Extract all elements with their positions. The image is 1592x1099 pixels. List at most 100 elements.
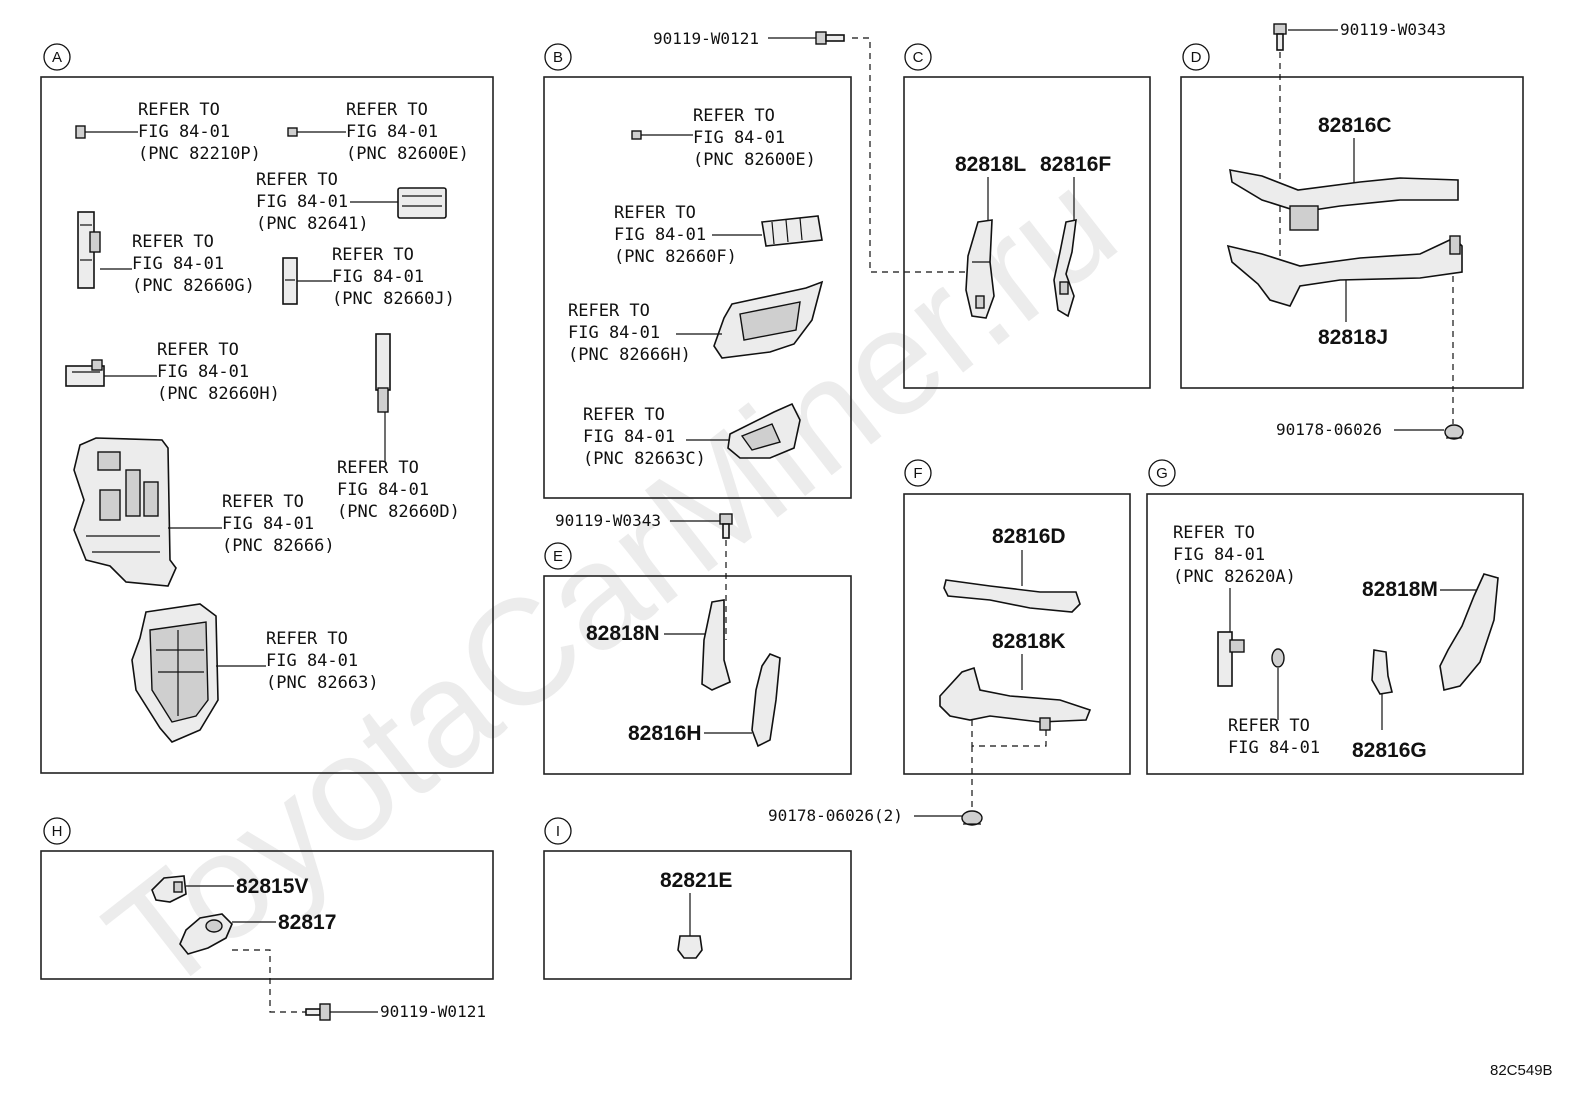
- fuse-holder-icon: [375, 333, 391, 413]
- connector-icon: [287, 127, 298, 137]
- svg-text:FIG 84-01: FIG 84-01: [157, 362, 249, 382]
- section-d-marker: [1182, 43, 1210, 71]
- part-82818j: 82818J: [1318, 326, 1388, 349]
- section-f-frame: [903, 493, 1131, 775]
- refer-82666h: REFER TO FIG 84-01 (PNC 82666H): [568, 301, 691, 365]
- refer-82620a: REFER TO FIG 84-01 (PNC 82620A): [1173, 523, 1296, 587]
- relay-block-icon: [761, 215, 823, 247]
- svg-text:(PNC 82660D): (PNC 82660D): [337, 502, 460, 522]
- svg-text:FIG 84-01: FIG 84-01: [568, 323, 660, 343]
- diagram-code: 82C549B: [1490, 1062, 1553, 1079]
- svg-text:(PNC 82660G): (PNC 82660G): [132, 276, 255, 296]
- svg-text:REFER TO: REFER TO: [332, 245, 414, 265]
- refer-82660d: REFER TO FIG 84-01 (PNC 82660D): [337, 458, 460, 522]
- svg-text:REFER TO: REFER TO: [222, 492, 304, 512]
- refer-line1: REFER TO: [138, 100, 220, 120]
- svg-text:I: I: [556, 823, 560, 840]
- clip-icon: [1444, 424, 1464, 440]
- refer-82660j: REFER TO FIG 84-01 (PNC 82660J): [332, 245, 455, 309]
- refer-82641: REFER TO FIG 84-01 (PNC 82641): [256, 170, 369, 234]
- svg-text:REFER TO: REFER TO: [1228, 716, 1310, 736]
- section-g: G REFER TO FIG 84-01 (PNC 82620A) REFER …: [1146, 459, 1524, 775]
- svg-text:FIG 84-01: FIG 84-01: [332, 267, 424, 287]
- svg-text:D: D: [1191, 49, 1202, 66]
- svg-text:H: H: [52, 823, 63, 840]
- section-a-label: A: [52, 49, 62, 66]
- refer-82660f: REFER TO FIG 84-01 (PNC 82660F): [614, 203, 737, 267]
- bolt-icon: [815, 31, 845, 45]
- section-g-marker: [1148, 459, 1176, 487]
- refer-82600e: REFER TO FIG 84-01 (PNC 82600E): [693, 106, 816, 170]
- section-c-frame: [903, 76, 1151, 389]
- svg-text:REFER TO: REFER TO: [614, 203, 696, 223]
- section-c: C 82818L 82816F: [903, 43, 1151, 389]
- clip-code: 90178-06026(2): [768, 806, 903, 825]
- section-e-marker: [544, 542, 572, 570]
- svg-text:F: F: [913, 465, 922, 482]
- svg-text:(PNC 82641): (PNC 82641): [256, 214, 369, 234]
- section-f: F 82816D 82818K 90178-06026(2): [768, 459, 1131, 826]
- junction-block-icon: [73, 437, 177, 587]
- bolt-icon: [719, 513, 733, 539]
- refer-82210p: REFER TO FIG 84-01 (PNC 82210P): [138, 100, 261, 164]
- section-e-frame: [543, 575, 852, 775]
- bracket-82816h-icon: [751, 653, 781, 748]
- svg-text:REFER TO: REFER TO: [1173, 523, 1255, 543]
- part-82816d: 82816D: [992, 525, 1066, 548]
- bolt-code: 90119-W0121: [380, 1002, 486, 1021]
- section-c-marker: [904, 43, 932, 71]
- refer-clip: REFER TO FIG 84-01: [1228, 716, 1320, 758]
- connector-icon: [631, 130, 642, 140]
- svg-text:FIG 84-01: FIG 84-01: [346, 122, 438, 142]
- connector-bracket-icon: [1217, 631, 1245, 687]
- svg-text:REFER TO: REFER TO: [693, 106, 775, 126]
- section-b: B 90119-W0121 REFER TO FIG 84-01 (PNC 82…: [543, 29, 975, 499]
- svg-text:(PNC 82663): (PNC 82663): [266, 673, 379, 693]
- svg-text:FIG 84-01: FIG 84-01: [266, 651, 358, 671]
- bolt-icon: [1273, 23, 1287, 51]
- part-82818m: 82818M: [1362, 578, 1438, 601]
- rail-82816c-icon: [1229, 169, 1459, 231]
- bracket-82818n-icon: [701, 599, 731, 691]
- svg-text:REFER TO: REFER TO: [132, 232, 214, 252]
- svg-text:(PNC 82660F): (PNC 82660F): [614, 247, 737, 267]
- section-h-frame: [40, 850, 494, 980]
- part-82821e: 82821E: [660, 869, 732, 892]
- svg-text:REFER TO: REFER TO: [256, 170, 338, 190]
- section-i-marker: [544, 817, 572, 845]
- svg-text:(PNC 82660J): (PNC 82660J): [332, 289, 455, 309]
- refer-82600e: REFER TO FIG 84-01 (PNC 82600E): [346, 100, 469, 164]
- part-82818l: 82818L: [955, 153, 1026, 176]
- svg-text:FIG 84-01: FIG 84-01: [1173, 545, 1265, 565]
- bolt-code: 90119-W0343: [1340, 20, 1446, 39]
- bolt-code: 90119-W0343: [555, 511, 661, 530]
- refer-82663: REFER TO FIG 84-01 (PNC 82663): [266, 629, 379, 693]
- svg-text:FIG 84-01: FIG 84-01: [693, 128, 785, 148]
- section-f-marker: [904, 459, 932, 487]
- svg-text:REFER TO: REFER TO: [337, 458, 419, 478]
- refer-82660h: REFER TO FIG 84-01 (PNC 82660H): [157, 340, 280, 404]
- section-d: D 90119-W0343 82816C 82818J 90178-06026: [1180, 20, 1524, 440]
- svg-text:E: E: [553, 548, 563, 565]
- section-a-frame: [40, 76, 494, 774]
- part-82817: 82817: [278, 911, 336, 934]
- svg-text:REFER TO: REFER TO: [266, 629, 348, 649]
- part-82816g: 82816G: [1352, 739, 1427, 762]
- svg-text:FIG 84-01: FIG 84-01: [256, 192, 348, 212]
- clip-icon: [961, 810, 983, 826]
- section-a: A REFER TO FIG 84-01 (PNC 82210P) REFER …: [40, 43, 494, 774]
- module-box-icon: [397, 187, 447, 219]
- section-b-frame: [543, 76, 852, 499]
- part-82816f: 82816F: [1040, 153, 1111, 176]
- part-82818n: 82818N: [586, 622, 660, 645]
- grommet-82817-icon: [179, 913, 233, 955]
- section-h-marker: [43, 817, 71, 845]
- svg-text:REFER TO: REFER TO: [157, 340, 239, 360]
- connector-housing-icon: [65, 359, 105, 387]
- svg-text:C: C: [913, 49, 924, 66]
- bracket-82816g-icon: [1371, 649, 1393, 695]
- svg-text:G: G: [1156, 465, 1168, 482]
- svg-text:(PNC 82620A): (PNC 82620A): [1173, 567, 1296, 587]
- svg-text:FIG 84-01: FIG 84-01: [132, 254, 224, 274]
- section-d-frame: [1180, 76, 1524, 389]
